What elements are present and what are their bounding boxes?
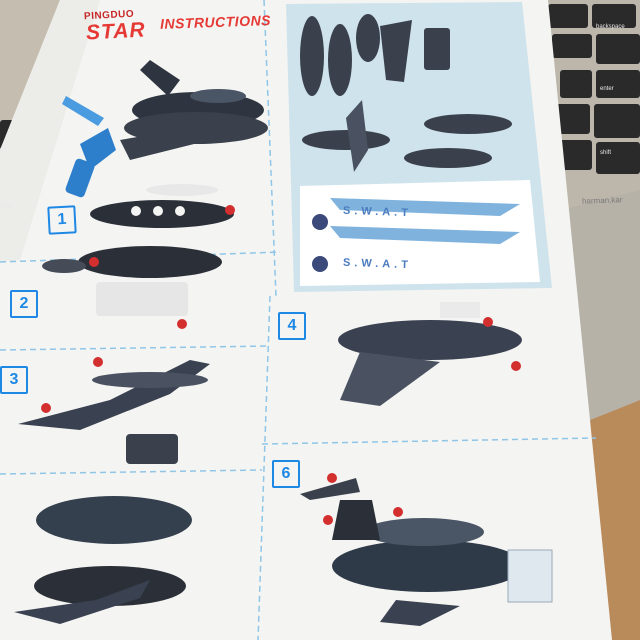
key-label-enter: enter	[600, 86, 614, 92]
decal-sheet	[300, 180, 540, 286]
step-number-3: 3	[0, 366, 28, 394]
step-number-2: 2	[10, 290, 38, 318]
step-number-6: 6	[272, 460, 300, 488]
key-label-lock: lock	[2, 204, 13, 210]
laptop-brand-text: harman.kar	[582, 195, 623, 205]
decal-text-swat-2: S.W.A.T	[343, 257, 412, 271]
key-label-shift: shift	[600, 150, 611, 156]
step-number-1: 1	[47, 205, 76, 234]
key-label-backspace: backspace	[596, 24, 625, 30]
decal-text-swat-1: S.W.A.T	[343, 205, 412, 219]
brand-wordmark-main: STAR	[85, 18, 146, 45]
step-number-4: 4	[278, 312, 306, 340]
